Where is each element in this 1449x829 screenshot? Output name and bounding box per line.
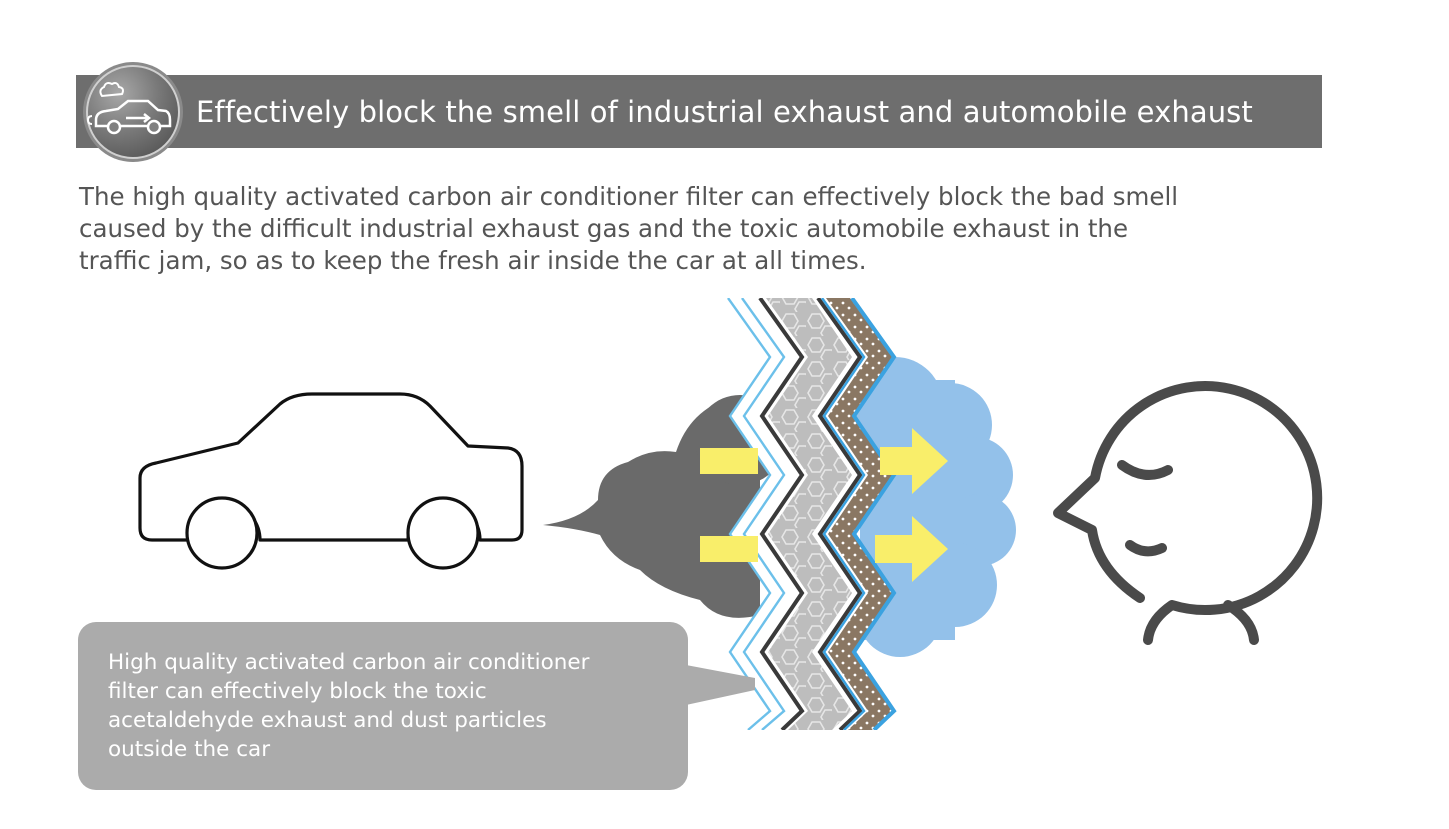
person-face-icon	[1053, 381, 1323, 645]
intro-line: The high quality activated carbon air co…	[79, 182, 1179, 211]
car-exhaust-icon	[83, 62, 183, 162]
intro-line: traffic jam, so as to keep the fresh air…	[79, 246, 867, 275]
callout-line: High quality activated carbon air condit…	[108, 650, 590, 675]
car-outline-icon	[138, 392, 524, 570]
callout-line: acetaldehyde exhaust and dust particles	[108, 708, 547, 733]
callout-line: filter can effectively block the toxic	[108, 679, 487, 704]
header-banner	[76, 75, 1322, 148]
callout-line: outside the car	[108, 737, 271, 762]
airflow-arrow-icon	[700, 428, 948, 582]
callout-text: High quality activated carbon air condit…	[108, 648, 688, 764]
callout-bubble	[78, 622, 755, 790]
intro-paragraph: The high quality activated carbon air co…	[79, 181, 1339, 277]
page-title: Effectively block the smell of industria…	[196, 95, 1253, 129]
intro-line: caused by the difficult industrial exhau…	[79, 214, 1129, 243]
filter-layers-icon	[727, 298, 897, 730]
